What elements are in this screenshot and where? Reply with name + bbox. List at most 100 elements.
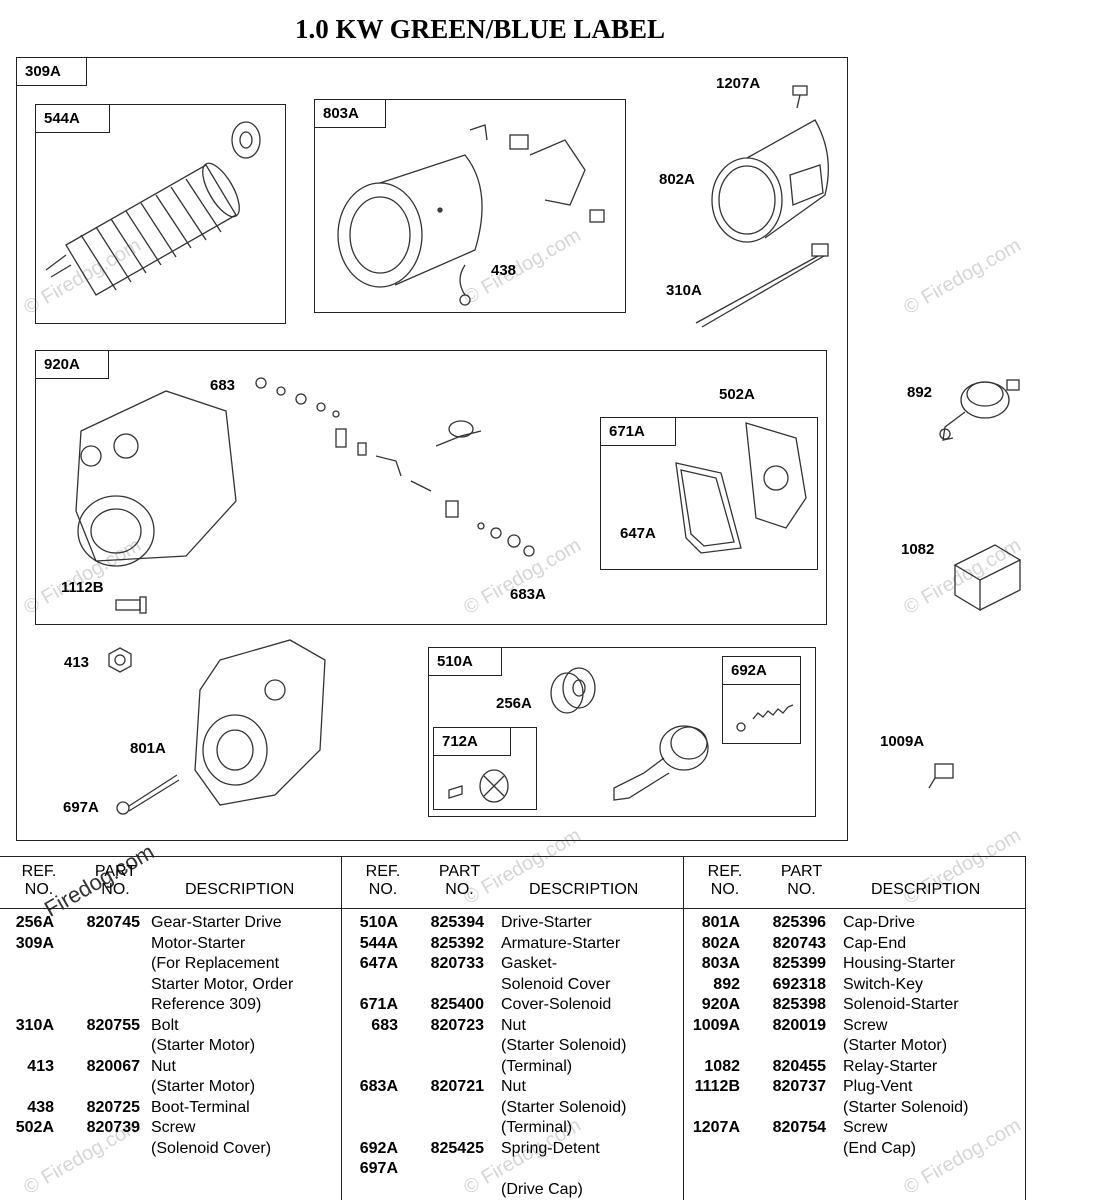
nut-413-illustration xyxy=(108,647,132,673)
callout-1207a: 1207A xyxy=(716,75,761,92)
ref-number: 544A xyxy=(359,934,398,952)
ref-number: 683A xyxy=(359,1078,398,1095)
part-number: 820725 xyxy=(86,1098,140,1116)
box-803a: 803A xyxy=(314,99,626,313)
part-description: Solenoid-Starter xyxy=(843,996,959,1013)
header-description: DESCRIPTION xyxy=(871,881,981,898)
part-number: 820754 xyxy=(772,1119,826,1136)
box-692a: 692A xyxy=(722,656,801,744)
screw-1009a-illustration xyxy=(928,763,954,789)
part-number: 825392 xyxy=(430,934,484,952)
drive-illustration xyxy=(550,667,709,801)
drive-cap-illustration xyxy=(194,639,326,806)
part-description: Plug-Vent xyxy=(843,1078,913,1095)
bolt-310a-illustration xyxy=(695,243,829,328)
bolt-697a-illustration xyxy=(116,774,180,815)
ref-number: 892 xyxy=(713,975,740,993)
callout-1112b: 1112B xyxy=(61,579,104,596)
part-description: (For Replacement xyxy=(151,955,280,972)
box-712a: 712A xyxy=(433,727,537,810)
part-description: (Drive Cap) xyxy=(501,1180,583,1198)
part-number: 825425 xyxy=(430,1139,484,1157)
ref-number: 671A xyxy=(359,996,398,1013)
callout-683: 683 xyxy=(210,377,236,394)
part-description: Nut xyxy=(501,1078,526,1095)
part-description: (Starter Solenoid) xyxy=(843,1098,969,1116)
callout-647a: 647A xyxy=(620,525,656,542)
armature-illustration xyxy=(45,121,261,296)
header-ref: REF.NO. xyxy=(21,863,57,898)
part-description: Spring-Detent xyxy=(501,1139,600,1157)
cover-illustration xyxy=(675,422,807,554)
watermark: © Firedog.com xyxy=(900,234,1025,320)
ref-number: 1112B xyxy=(694,1078,740,1095)
part-number: 820067 xyxy=(86,1057,140,1075)
part-description: (Starter Solenoid) xyxy=(501,1037,627,1054)
box-label: 510A xyxy=(428,647,502,676)
ref-number: 1082 xyxy=(704,1057,740,1075)
header-divider xyxy=(342,908,683,909)
part-description: Nut xyxy=(501,1016,526,1034)
header-divider xyxy=(684,908,1025,909)
part-number: 820721 xyxy=(430,1078,484,1095)
part-description: Cap-Drive xyxy=(843,914,916,931)
box-label: 920A xyxy=(35,350,109,379)
part-description: (Solenoid Cover) xyxy=(151,1139,272,1157)
callout-256a: 256A xyxy=(496,695,532,712)
part-description: Cap-End xyxy=(843,934,907,952)
callout-801a: 801A xyxy=(130,740,166,757)
part-number: 820455 xyxy=(772,1057,826,1075)
callout-502a: 502A xyxy=(719,386,755,403)
callout-310a: 310A xyxy=(666,282,702,299)
part-description: (Starter Solenoid) xyxy=(501,1098,627,1116)
part-description: (Starter Motor) xyxy=(843,1037,948,1054)
ref-number: 1207A xyxy=(692,1119,740,1136)
part-description: (Terminal) xyxy=(501,1119,573,1136)
callout-697a: 697A xyxy=(63,799,99,816)
part-number: 825398 xyxy=(772,996,826,1013)
ref-number: 438 xyxy=(27,1098,54,1116)
ref-number: 309A xyxy=(15,934,54,952)
header-ref: REF.NO. xyxy=(707,863,743,898)
key-switch-illustration xyxy=(939,379,1020,441)
header-description: DESCRIPTION xyxy=(185,881,295,898)
part-description: Housing-Starter xyxy=(843,955,956,972)
ref-number: 697A xyxy=(359,1160,398,1177)
part-number: 820745 xyxy=(86,914,140,931)
part-description: Starter Motor, Order xyxy=(151,975,294,993)
header-description: DESCRIPTION xyxy=(529,881,639,898)
part-number: 820739 xyxy=(86,1119,140,1136)
callout-413: 413 xyxy=(64,654,90,671)
box-label: 544A xyxy=(35,104,110,133)
ref-number: 801A xyxy=(701,914,740,931)
housing-illustration xyxy=(337,124,605,306)
header-divider xyxy=(0,908,341,909)
box-920a: 920A xyxy=(35,350,827,625)
box-510a: 510A xyxy=(428,647,816,817)
ref-number: 920A xyxy=(701,996,740,1013)
callout-438: 438 xyxy=(491,262,517,279)
box-544a: 544A xyxy=(35,104,286,324)
callout-802a: 802A xyxy=(659,171,695,188)
ref-number: 803A xyxy=(701,955,740,972)
part-number: 825396 xyxy=(772,914,826,931)
part-description: Relay-Starter xyxy=(843,1057,938,1075)
box-309a: 309A xyxy=(16,57,848,841)
page-title: 1.0 KW GREEN/BLUE LABEL xyxy=(294,14,666,44)
ref-number: 647A xyxy=(359,955,398,972)
part-description: (End Cap) xyxy=(843,1139,916,1157)
ref-number: 510A xyxy=(359,914,398,931)
callout-1082: 1082 xyxy=(901,541,935,558)
box-label: 712A xyxy=(433,727,511,756)
ref-number: 692A xyxy=(359,1139,398,1157)
ref-number: 310A xyxy=(15,1016,54,1034)
part-description: Screw xyxy=(843,1016,888,1034)
callout-892: 892 xyxy=(907,384,933,401)
part-description: Screw xyxy=(843,1119,888,1136)
part-number: 820755 xyxy=(86,1016,140,1034)
part-number: 825400 xyxy=(430,996,484,1013)
part-description: (Terminal) xyxy=(501,1057,573,1075)
